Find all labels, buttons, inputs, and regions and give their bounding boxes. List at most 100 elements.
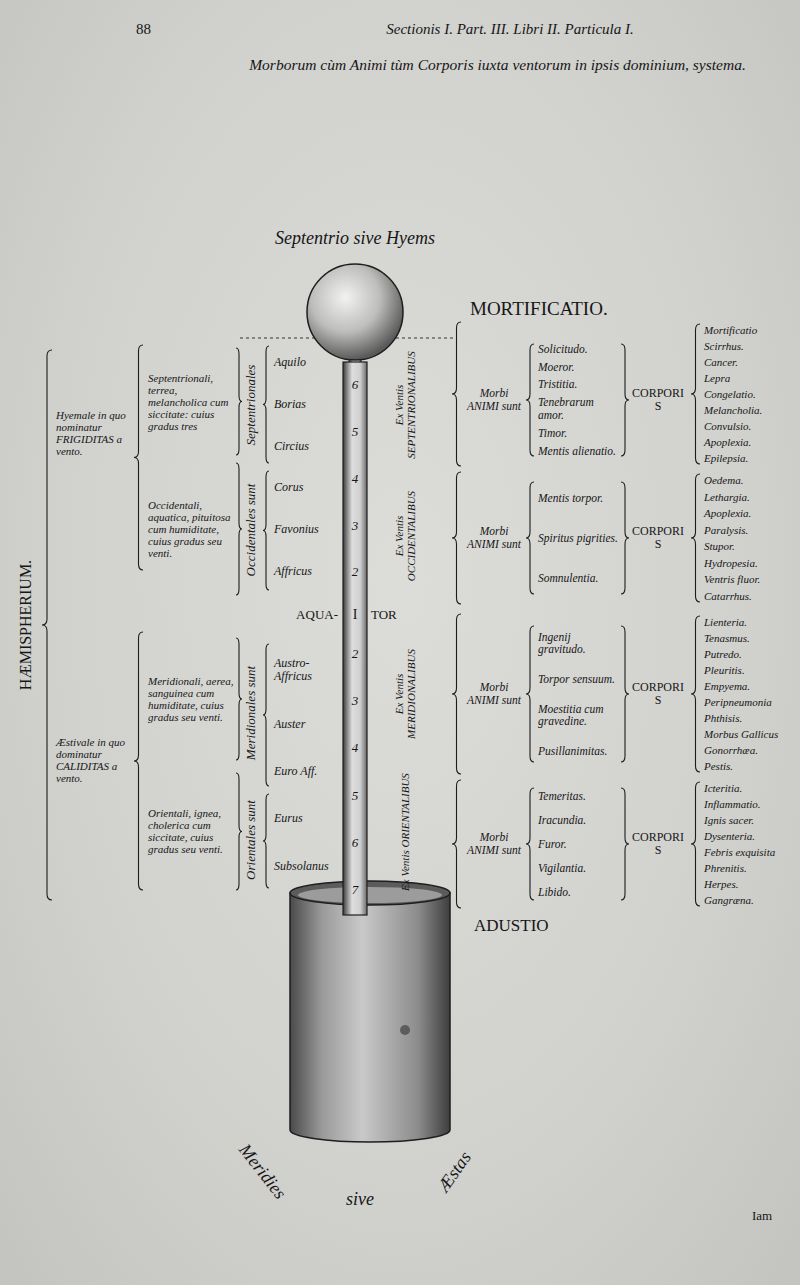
corporis-disease: Stupor. <box>704 540 794 552</box>
south-label: sive <box>330 1190 390 1210</box>
brace <box>263 794 269 888</box>
corporis-disease: Congelatio. <box>704 388 794 400</box>
bracket-group <box>42 322 700 908</box>
wind-group-label: Septentrionales <box>244 347 258 463</box>
corporis-disease: Peripneumonia <box>704 696 794 708</box>
corporis-disease: Ignis sacer. <box>704 814 794 826</box>
extreme-label-group: MORTIFICATIO. <box>470 296 670 322</box>
hemisphere-label-group: HÆMISPHERIUM. <box>15 505 37 745</box>
corporis-disease: Dysenteria. <box>704 830 794 842</box>
corporis-disease: Gangræna. <box>704 894 794 906</box>
wind-source-label-group: Ex Ventis OCCIDENTALIBUS <box>389 471 421 601</box>
animi-heading-group: Morbi ANIMI sunt <box>466 784 522 904</box>
corporis-disease: Morbus Gallicus <box>704 728 794 740</box>
glass-tube <box>343 362 367 915</box>
degree-number: 7 <box>343 883 367 897</box>
corporis-disease: Lepra <box>704 372 794 384</box>
wind-name: Euro Aff. <box>274 765 340 778</box>
brace <box>452 780 461 908</box>
corporis-heading-group: CORPORIS <box>632 622 684 766</box>
catchword: Iam <box>752 1209 792 1223</box>
corporis-disease: Putredo. <box>704 648 794 660</box>
degree-number: 4 <box>343 472 367 486</box>
hemisphere-label: HÆMISPHERIUM. <box>17 505 35 745</box>
animi-disease-group: Solicitudo.Moeror.Tristitia.Tenebrarum a… <box>538 340 618 460</box>
south-label-group: Æstas <box>421 1132 488 1212</box>
degree-number: 2 <box>343 647 367 661</box>
animi-heading: Morbi ANIMI sunt <box>466 387 522 412</box>
corporis-disease: Catarrhus. <box>704 590 794 602</box>
equator-label-group: AQUA- <box>280 606 338 624</box>
corporis-disease: Scirrhus. <box>704 340 794 352</box>
corporis-disease: Phrenitis. <box>704 862 794 874</box>
extreme-label: ADUSTIO <box>474 917 594 936</box>
corporis-disease: Lethargia. <box>704 491 794 503</box>
quarter-text: Occidentali, aquatica, pituitosa cum hum… <box>148 499 234 559</box>
running-head-group: Sectionis I. Part. III. Libri II. Partic… <box>260 18 760 40</box>
wind-name: Aquilo <box>274 356 340 369</box>
brace <box>134 345 143 570</box>
degree-number: 3 <box>343 694 367 708</box>
animi-disease: Tenebrarum amor. <box>538 396 618 421</box>
animi-heading-group: Morbi ANIMI sunt <box>466 478 522 598</box>
corporis-heading-group: CORPORIS <box>632 478 684 598</box>
north-label: Septentrio sive Hyems <box>235 229 475 249</box>
degree-number-group: 65432 <box>343 362 367 596</box>
brace <box>691 616 700 772</box>
degree-number: 6 <box>343 378 367 392</box>
corporis-disease-group: MortificatioScirrhus.Cancer.LepraCongela… <box>704 322 794 466</box>
wind-group-label-group: Septentrionales <box>242 347 260 463</box>
equator-label-group: TOR <box>371 606 411 624</box>
corporis-heading-group: CORPORIS <box>632 340 684 460</box>
animi-disease: Ingenij gravitudo. <box>538 631 618 656</box>
corporis-disease-group: Icteritia.Inflammatio.Ignis sacer.Dysent… <box>704 780 794 908</box>
degree-number: 2 <box>343 565 367 579</box>
wind-group-label: Occidentales sunt <box>244 471 258 589</box>
vessel-mouth <box>290 881 450 905</box>
corporis-disease: Apoplexia. <box>704 507 794 519</box>
animi-disease: Timor. <box>538 427 618 440</box>
vessel-body <box>290 893 450 1142</box>
wind-group-label: Orientales sunt <box>244 782 258 898</box>
animi-disease: Spiritus pigrities. <box>538 532 618 545</box>
corporis-disease: Pestis. <box>704 760 794 772</box>
degree-number: 3 <box>343 519 367 533</box>
vessel-water <box>298 887 442 903</box>
wind-name-group: AquiloBoriasCirciusCorusFavoniusAffricus <box>274 342 340 592</box>
corporis-disease: Herpes. <box>704 878 794 890</box>
degree-number: I <box>343 607 367 622</box>
wind-name: Auster <box>274 718 340 731</box>
wind-name: Subsolanus <box>274 860 340 873</box>
corporis-disease: Pleuritis. <box>704 664 794 676</box>
extreme-label: MORTIFICATIO. <box>470 299 670 320</box>
corporis-disease: Lienteria. <box>704 616 794 628</box>
wind-source-label-group: Ex Ventis MERIDIONALIBUS <box>389 629 421 759</box>
south-label-group: sive <box>330 1188 390 1212</box>
animi-disease: Somnulentia. <box>538 572 618 585</box>
animi-disease-group: Ingenij gravitudo.Torpor sensuum.Moestit… <box>538 622 618 766</box>
animi-disease-group: Mentis torpor.Spiritus pigrities.Somnule… <box>538 478 618 598</box>
brace <box>621 482 629 594</box>
brace <box>621 344 629 456</box>
south-label: Meridies <box>223 1127 300 1218</box>
corporis-disease: Paralysis. <box>704 524 794 536</box>
corporis-disease: Phthisis. <box>704 712 794 724</box>
brace <box>691 324 700 464</box>
corporis-disease: Convulsio. <box>704 420 794 432</box>
quarter-text: Meridionali, aerea, sanguinea cum humidi… <box>148 675 234 723</box>
running-head: Sectionis I. Part. III. Libri II. Partic… <box>260 21 760 38</box>
wind-name: Affricus <box>274 565 340 578</box>
south-label-group: Meridies <box>221 1125 303 1220</box>
corporis-disease: Oedema. <box>704 474 794 486</box>
page-number-group: 88 <box>136 18 180 40</box>
animi-disease: Mentis alienatio. <box>538 445 618 458</box>
corporis-disease: Epilepsia. <box>704 452 794 464</box>
animi-disease: Temeritas. <box>538 790 618 803</box>
animi-disease: Pusillanimitas. <box>538 745 618 758</box>
catchword-group: Iam <box>752 1206 792 1226</box>
corporis-heading: CORPORIS <box>632 831 684 857</box>
quarter-text: Septentrionali, terrea, melancholica cum… <box>148 372 234 432</box>
brace <box>621 788 629 900</box>
